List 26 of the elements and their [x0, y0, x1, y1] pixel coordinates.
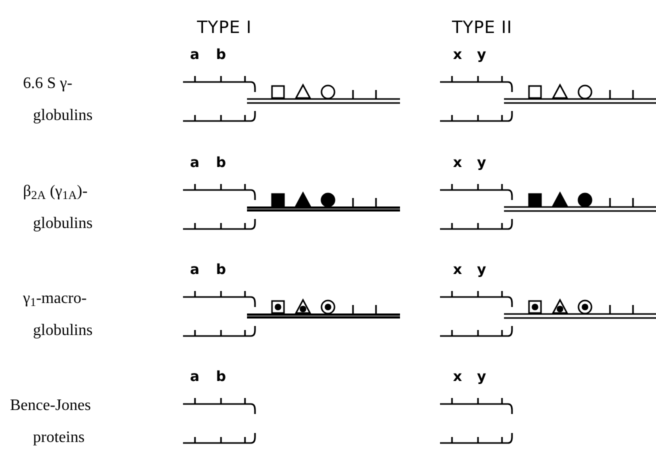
row-label: globulins	[33, 108, 93, 124]
chain-marker-letter: y	[477, 370, 486, 384]
chain-marker-letter: y	[477, 263, 486, 277]
chain-marker-letter: y	[477, 156, 486, 170]
column-heading: TYPE II	[452, 20, 512, 37]
row-label: β$_{2A}$ (γ$_{1A}$)-	[23, 184, 88, 200]
chain-marker-letter: a	[190, 48, 200, 62]
chain-marker-letter: b	[216, 263, 226, 277]
chain-marker-letter: b	[216, 48, 226, 62]
row-label: globulins	[33, 323, 93, 339]
chain-marker-letter: y	[477, 48, 486, 62]
chain-marker-letter: b	[216, 370, 226, 384]
column-heading: TYPE I	[197, 20, 252, 37]
row-label: globulins	[33, 216, 93, 232]
chain-marker-letter: a	[190, 370, 200, 384]
row-label: Bence-Jones	[10, 398, 91, 414]
chain-marker-letter: x	[453, 48, 462, 62]
chain-marker-letter: a	[190, 263, 200, 277]
chain-marker-letter: x	[453, 263, 462, 277]
row-label: γ$_{1}$-macro-	[23, 291, 87, 307]
chain-marker-letter: x	[453, 156, 462, 170]
chain-marker-letter: x	[453, 370, 462, 384]
row-label: 6.6 S γ-	[23, 76, 72, 92]
chain-marker-letter: b	[216, 156, 226, 170]
row-label: proteins	[33, 430, 85, 446]
chain-marker-letter: a	[190, 156, 200, 170]
